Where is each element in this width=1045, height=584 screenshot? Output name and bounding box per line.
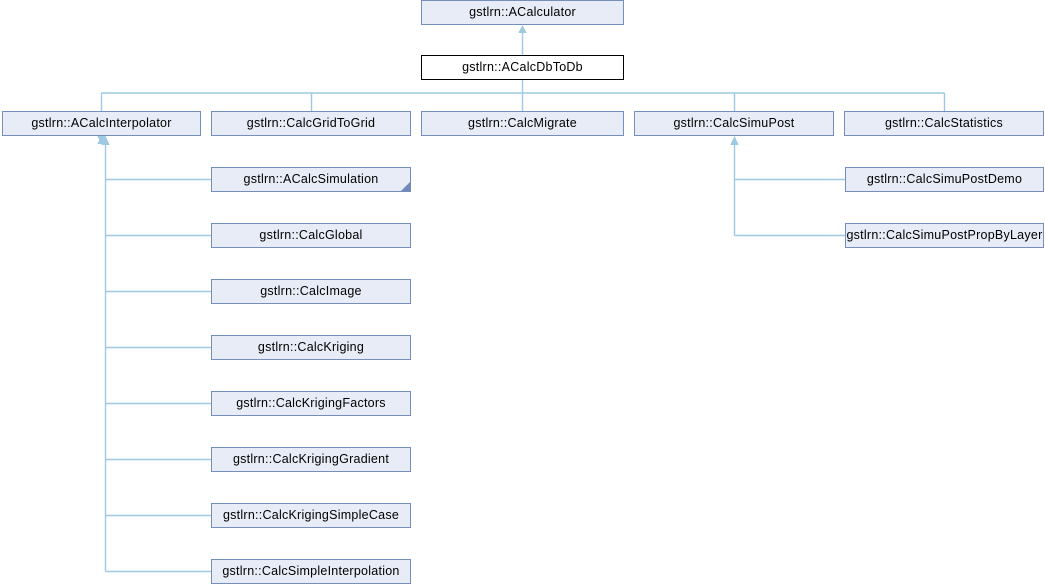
class-node-acalcsimulation[interactable]: gstlrn::ACalcSimulation [211,167,411,192]
class-node-label: gstlrn::CalcSimuPostPropByLayer [846,228,1043,243]
class-node-calcglobal[interactable]: gstlrn::CalcGlobal [211,223,411,248]
arrowheads-row3 [97,136,106,144]
class-node-label: gstlrn::CalcSimuPost [673,116,795,131]
edge-group-calcsimupost-children [730,136,845,237]
class-node-label: gstlrn::CalcKrigingSimpleCase [222,508,400,523]
class-node-label: gstlrn::CalcKrigingGradient [232,452,390,467]
class-node-label: gstlrn::CalcGlobal [259,228,363,243]
class-node-label: gstlrn::CalcSimpleInterpolation [222,564,400,579]
class-node-label: gstlrn::CalcSimuPostDemo [866,172,1023,187]
class-node-calckriging[interactable]: gstlrn::CalcKriging [211,335,411,360]
edge-acalcdbtodb-to-acalculator [518,25,527,55]
class-node-calckriginggradient[interactable]: gstlrn::CalcKrigingGradient [211,447,411,472]
class-node-calcsimupost[interactable]: gstlrn::CalcSimuPost [634,111,834,136]
class-node-calcgridtogrid[interactable]: gstlrn::CalcGridToGrid [211,111,411,136]
class-node-acalcdbtodb[interactable]: gstlrn::ACalcDbToDb [421,55,624,80]
class-node-label: gstlrn::CalcImage [260,284,362,299]
class-node-calcsimpleinterpolation[interactable]: gstlrn::CalcSimpleInterpolation [211,559,411,584]
class-node-calcimage[interactable]: gstlrn::CalcImage [211,279,411,304]
class-node-calcsimupostdemo[interactable]: gstlrn::CalcSimuPostDemo [845,167,1044,192]
collapsed-children-triangle-icon[interactable] [401,182,410,191]
class-node-calcstatistics[interactable]: gstlrn::CalcStatistics [844,111,1044,136]
class-node-calcmigrate[interactable]: gstlrn::CalcMigrate [421,111,624,136]
class-node-acalcinterpolator[interactable]: gstlrn::ACalcInterpolator [2,111,201,136]
class-node-label: gstlrn::CalcGridToGrid [246,116,376,131]
class-node-calckrigingsimplecase[interactable]: gstlrn::CalcKrigingSimpleCase [211,503,411,528]
class-node-label: gstlrn::ACalculator [469,5,576,20]
class-node-label: gstlrn::CalcKriging [257,340,365,355]
class-node-label: gstlrn::ACalcSimulation [243,172,379,187]
class-node-label: gstlrn::CalcMigrate [468,116,577,131]
class-node-label: gstlrn::ACalcInterpolator [31,116,172,131]
class-node-acalculator[interactable]: gstlrn::ACalculator [421,0,624,25]
class-node-label: gstlrn::CalcStatistics [884,116,1004,131]
class-node-calcsimupostpropbylayer[interactable]: gstlrn::CalcSimuPostPropByLayer [845,223,1044,248]
class-node-label: gstlrn::ACalcDbToDb [462,60,583,75]
edge-group-acalcinterpolator-children [101,136,211,573]
class-node-label: gstlrn::CalcKrigingFactors [236,396,386,411]
class-node-calckrigingfactors[interactable]: gstlrn::CalcKrigingFactors [211,391,411,416]
